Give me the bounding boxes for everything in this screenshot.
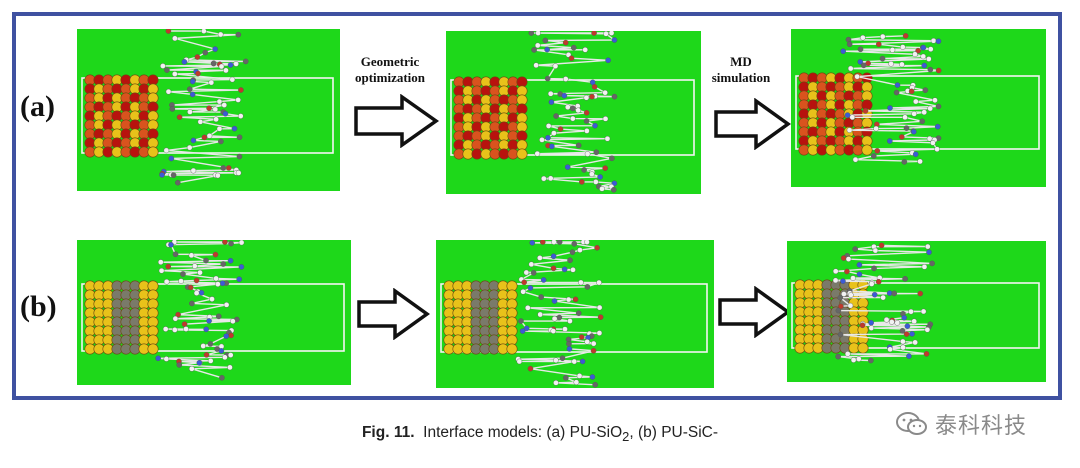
step-label-a2: MD simulation [711, 54, 771, 85]
arrow-a2-icon [714, 98, 791, 150]
sic-slab [443, 280, 518, 355]
row-label-b: (b) [20, 290, 57, 323]
simulation-box [81, 77, 334, 154]
panel-a-optimized [446, 31, 701, 194]
caption-subscript: 2 [622, 429, 630, 445]
polyurethane-chain [159, 29, 249, 186]
panel-a-initial [77, 29, 340, 191]
row-label-a: (a) [20, 90, 55, 123]
watermark: 泰科科技 [895, 404, 1027, 444]
simulation-box [440, 283, 708, 353]
sio2-slab [798, 72, 873, 156]
polyurethane-chain [832, 242, 935, 364]
step-label-a1: Geometric optimization [354, 54, 426, 85]
polyurethane-chain [528, 31, 618, 193]
arrow-b2-icon [718, 286, 791, 338]
panel-a-md [791, 29, 1046, 187]
wechat-icon [896, 412, 927, 435]
panel-b-md [787, 241, 1046, 382]
figure-frame [12, 12, 1062, 400]
arrow-b1-icon [357, 288, 430, 340]
caption-text-b: , (b) PU-SiC- [629, 424, 719, 441]
sio2-slab [453, 76, 528, 160]
simulation-box [791, 282, 1040, 349]
sio2-slab [84, 74, 159, 158]
polyurethane-chain [515, 240, 604, 388]
panel-b-optimized [436, 240, 714, 388]
watermark-text: 泰科科技 [935, 414, 1028, 439]
sic-slab [84, 280, 159, 355]
sic-slab [794, 279, 869, 354]
polyurethane-chain [840, 33, 942, 165]
caption-text-a: Interface models: (a) PU-SiO [423, 424, 623, 441]
caption-fig-label: Fig. 11. [361, 424, 415, 441]
figure-caption: Fig. 11. Interface models: (a) PU-SiO2, … [0, 424, 1080, 444]
panel-b-initial [77, 240, 351, 385]
arrow-a1-icon [354, 94, 440, 148]
polyurethane-chain [155, 240, 245, 381]
simulation-box [795, 75, 1040, 150]
